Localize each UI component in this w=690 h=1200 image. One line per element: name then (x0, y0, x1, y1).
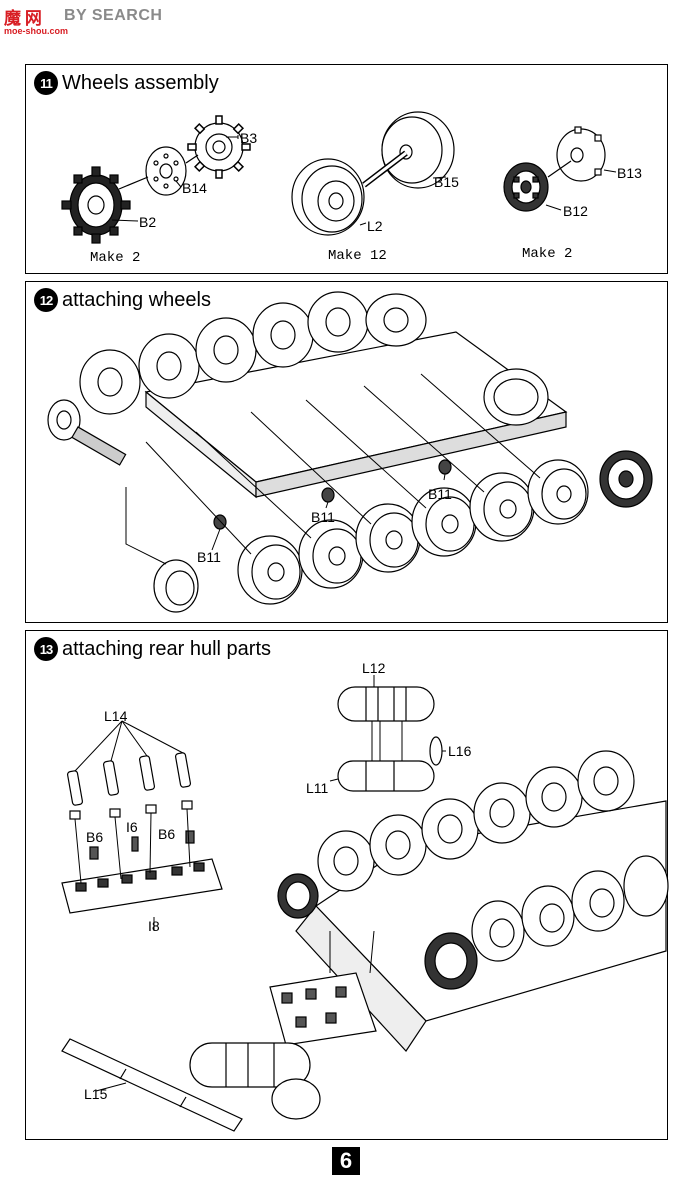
part-label-b12: B12 (563, 203, 588, 219)
part-label-i8: I8 (148, 918, 160, 934)
disc-b14 (145, 146, 187, 196)
pole-l15 (61, 1038, 243, 1132)
step-12-panel: 12 attaching wheels (25, 281, 668, 623)
step-11-header: 11 Wheels assembly (34, 71, 219, 95)
make-note-idler: Make 2 (522, 246, 572, 262)
step-11-drawing: B3 B14 B2 B15 L2 B13 B12 Make 2 Make 12 … (61, 111, 642, 266)
part-label-l16: L16 (448, 743, 472, 759)
part-label-b2: B2 (139, 214, 156, 230)
part-label-b11-middle: B11 (311, 509, 335, 525)
sprocket-b3 (187, 115, 251, 179)
step-13-drawing: L12 L16 L11 L14 B6 I6 B6 I8 L15 (61, 660, 669, 1132)
far-road-wheels (79, 291, 427, 415)
part-label-b11-left: B11 (197, 549, 221, 565)
idler-b13 (556, 126, 606, 182)
part-label-b14: B14 (182, 180, 207, 196)
part-label-b6-right: B6 (158, 826, 175, 842)
step-12-number: 12 (34, 288, 58, 312)
watermark-url: moe-shou.com (4, 26, 69, 36)
step-12-header: 12 attaching wheels (34, 288, 211, 312)
fuel-drum-l12 (337, 686, 435, 722)
part-label-b3: B3 (240, 130, 257, 146)
make-note-road-wheel: Make 12 (328, 248, 387, 264)
road-wheel-l2 (291, 158, 365, 236)
step-13-header: 13 attaching rear hull parts (34, 637, 271, 661)
part-label-b11-right: B11 (428, 486, 452, 502)
sprocket-b2 (61, 166, 131, 244)
near-road-wheels (237, 459, 589, 605)
part-label-l11: L11 (306, 780, 329, 796)
part-label-b15: B15 (434, 174, 459, 190)
step-12-title: attaching wheels (62, 288, 211, 311)
step-11-number: 11 (34, 71, 58, 95)
watermark-search-text: BY SEARCH (64, 7, 163, 24)
bottom-road-wheels (471, 855, 669, 962)
make-note-sprocket: Make 2 (90, 250, 140, 266)
step-13-title: attaching rear hull parts (62, 637, 272, 660)
drive-sprocket (599, 450, 653, 508)
step-11-panel: 11 Wheels assembly (25, 64, 668, 274)
idler-b12 (503, 162, 549, 212)
part-label-l14: L14 (104, 708, 128, 724)
fuel-drum-l11 (337, 760, 435, 792)
step-13-number: 13 (34, 637, 58, 661)
road-wheel-b15 (381, 111, 455, 189)
part-label-l2: L2 (367, 218, 383, 234)
watermark-logo: 魔 网 (4, 9, 42, 29)
part-label-l12: L12 (362, 660, 386, 676)
part-label-b13: B13 (617, 165, 642, 181)
part-label-l15: L15 (84, 1086, 108, 1102)
brackets-l14 (66, 752, 193, 820)
top-road-wheels (317, 750, 635, 892)
page-number: 6 (332, 1147, 360, 1175)
part-label-b6-left: B6 (86, 829, 103, 845)
step-13-panel: 13 attaching rear hull parts (25, 630, 669, 1140)
step-12-drawing: B11 B11 B11 (47, 291, 653, 613)
step-11-title: Wheels assembly (62, 71, 219, 94)
watermark: 魔 网 BY SEARCH moe-shou.com (4, 4, 194, 38)
part-label-i6: I6 (126, 819, 138, 835)
fuel-drums-bottom (189, 1042, 321, 1120)
